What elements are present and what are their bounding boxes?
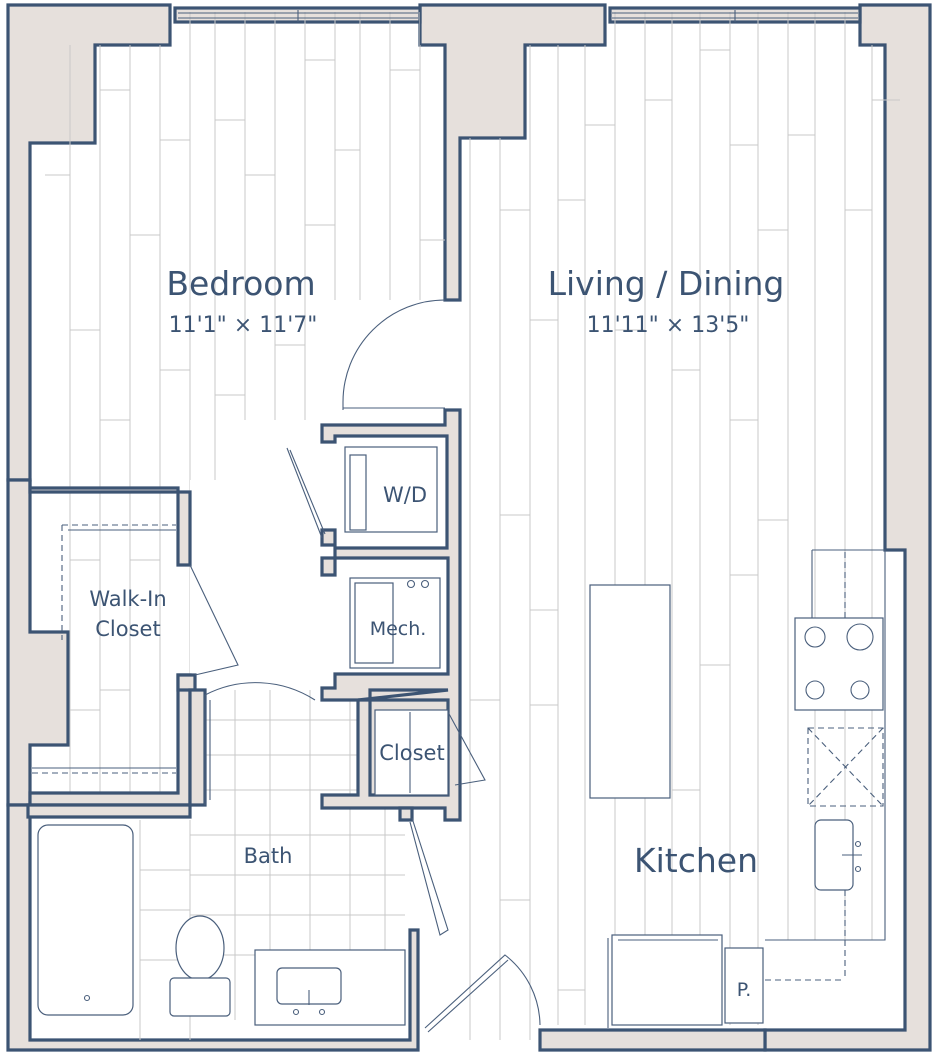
walkin-label-2: Closet — [95, 617, 160, 641]
bath-label: Bath — [244, 844, 293, 868]
doors — [189, 299, 541, 1033]
walkin-floor — [69, 530, 161, 800]
wd-label: W/D — [383, 483, 427, 507]
kitchen-label: Kitchen — [634, 841, 758, 880]
bedroom-label: Bedroom — [166, 264, 315, 303]
exterior-walls — [6, 3, 932, 1052]
pantry-label: P. — [737, 979, 752, 1001]
living-floor — [469, 12, 900, 1040]
appliances — [344, 446, 449, 796]
mech-label: Mech. — [370, 618, 427, 640]
closet-label: Closet — [379, 741, 444, 765]
windows — [178, 10, 858, 22]
kitchen-fixtures — [589, 549, 886, 1028]
closet-shelves — [32, 524, 176, 774]
living-dimensions: 11'11" × 13'5" — [587, 313, 750, 338]
walkin-label-1: Walk-In — [89, 587, 166, 611]
living-label: Living / Dining — [548, 264, 785, 303]
bedroom-dimensions: 11'1" × 11'7" — [169, 313, 318, 338]
bath-fixtures — [37, 824, 406, 1026]
